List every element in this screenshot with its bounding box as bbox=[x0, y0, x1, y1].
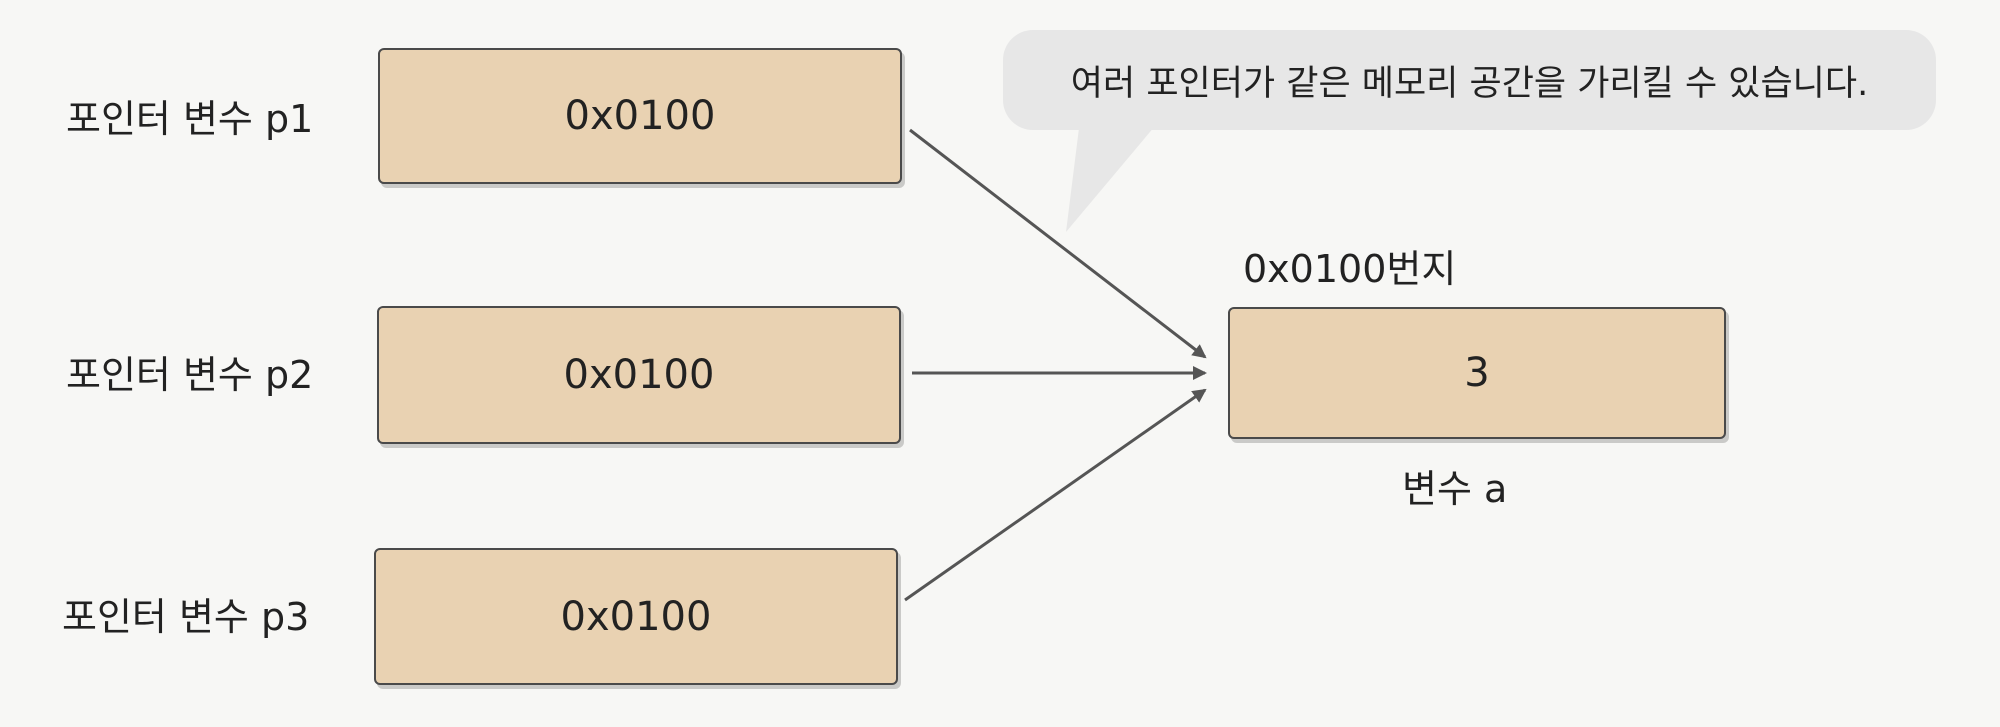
callout-text: 여러 포인터가 같은 메모리 공간을 가리킬 수 있습니다. bbox=[1070, 63, 1869, 104]
pointer-p2-label: 포인터 변수 p2 bbox=[66, 353, 314, 397]
arrow-p3-to-a bbox=[904, 388, 1207, 602]
callout-bubble: 여러 포인터가 같은 메모리 공간을 가리킬 수 있습니다. bbox=[1003, 30, 1936, 130]
pointer-p3-label: 포인터 변수 p3 bbox=[62, 595, 310, 639]
arrow-p1-to-a bbox=[909, 128, 1207, 359]
pointer-p1-value: 0x0100 bbox=[564, 93, 716, 139]
callout-tail bbox=[1066, 120, 1160, 232]
target-value: 3 bbox=[1464, 350, 1490, 396]
target-address-label: 0x0100번지 bbox=[1243, 247, 1457, 291]
pointer-p3-box: 0x0100 bbox=[374, 548, 898, 685]
pointer-p3-value: 0x0100 bbox=[560, 593, 712, 640]
pointer-p1-label: 포인터 변수 p1 bbox=[66, 97, 314, 141]
target-name-label: 변수 a bbox=[1402, 467, 1508, 511]
pointer-p1-box: 0x0100 bbox=[378, 48, 902, 184]
pointer-p2-box: 0x0100 bbox=[377, 306, 901, 444]
pointer-p2-value: 0x0100 bbox=[563, 352, 715, 398]
target-variable-box: 3 bbox=[1228, 307, 1726, 439]
